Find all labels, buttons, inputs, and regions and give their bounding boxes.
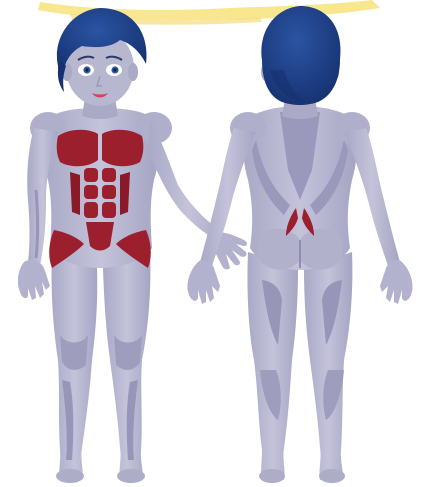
back-right-leg <box>304 252 352 480</box>
front-right-pectoral <box>102 130 143 167</box>
back-right-arm <box>344 128 400 266</box>
front-right-foot <box>117 469 145 483</box>
front-left-hand <box>18 260 50 300</box>
front-left-pupil <box>85 68 88 71</box>
front-left-forearm-line <box>36 190 38 258</box>
back-right-foot <box>319 469 345 483</box>
front-left-pectoral <box>57 130 98 167</box>
front-left-foot <box>56 469 84 483</box>
back-hair <box>261 6 340 105</box>
front-right-pupil <box>113 68 116 71</box>
front-right-ear <box>128 63 138 81</box>
back-right-hand <box>380 260 413 304</box>
back-left-hand <box>187 260 220 304</box>
back-left-foot <box>259 469 285 483</box>
